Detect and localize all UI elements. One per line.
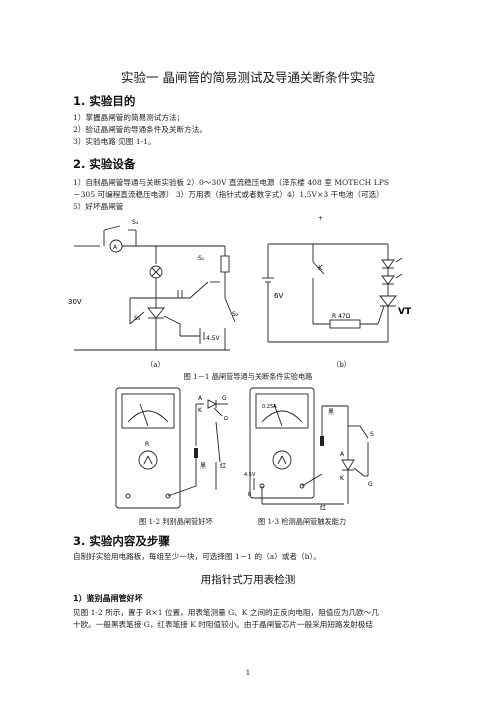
figure2-caption-right: 图 1-3 检测晶闸管触发能力 <box>258 517 347 526</box>
left-label-omega: Ω <box>224 416 228 422</box>
right-label-a: A <box>340 451 345 458</box>
label-s4: S₄ <box>132 219 139 226</box>
label-r: R 47Ω <box>332 313 351 320</box>
section1-item-1: 1）掌握晶闸管的简易测试方法； <box>73 113 185 122</box>
section1-item-2: 2）验证晶闸管的导通条件及关断方法。 <box>73 125 207 134</box>
section3-heading: 3. 实验内容及步骤 <box>73 534 170 548</box>
left-label-k: K <box>198 407 203 414</box>
section2-line-3: 5）好坏晶闸管 <box>73 202 124 211</box>
section2-line-1: 1）自制晶闸管导通与关断实验板 2）0～30V 直流稳压电源（泽东楼 408 室… <box>73 178 390 187</box>
circuit-diagram-a: S₄ A S₁ S₂ S₃ 30V 4.5V <box>68 219 239 351</box>
right-label-k: K <box>340 475 345 482</box>
circuit-diagram-b: + K 6V R 47Ω VT <box>262 215 412 343</box>
doc-title: 实验一 晶闸管的简易测试及导通关断条件实验 <box>121 70 375 85</box>
section2-heading: 2. 实验设备 <box>73 157 136 171</box>
left-label-a: A <box>198 395 203 402</box>
label-k: K <box>318 264 323 272</box>
section1-item-3: 3）实验电路 见图 1-1。 <box>73 137 156 146</box>
section3-paragraph: 自制好实验用电路板，每组至少一块，可选择图 1－1 的（a）或者（b）。 <box>73 552 321 561</box>
right-label-g: G <box>368 481 373 488</box>
right-label-r: R <box>248 492 252 498</box>
label-30v: 30V <box>68 298 82 306</box>
label-vt: VT <box>398 307 412 317</box>
subtitle: 用指针式万用表检测 <box>200 574 296 586</box>
left-label-g: G <box>222 395 227 402</box>
right-label-4-5v: 4.5V <box>244 472 256 478</box>
right-label-black: 黑 <box>328 409 334 416</box>
label-4-5v: 4.5V <box>206 335 221 342</box>
figure-label-a: （a） <box>146 360 165 369</box>
right-label-s: S <box>370 431 374 438</box>
multimeter-figure-right: 0.25A 黑 A K G S 4.5V R 红 <box>244 387 374 512</box>
multimeter-figure-left: R A K G Ω 黑 红 <box>115 387 228 509</box>
label-s2: S₂ <box>232 311 239 318</box>
right-label-red: 红 <box>320 504 326 512</box>
figure-label-b: （b） <box>332 360 351 369</box>
sub1-line-2: 十欧。一般黑表笔接 G，红表笔接 K 时阻值较小。由于晶闸管芯片一般采用短路发射… <box>73 620 373 629</box>
label-6v: 6V <box>274 292 283 300</box>
figure1-caption: 图 1－1 晶闸管导通与关断条件实验电路 <box>183 372 313 381</box>
left-label-black: 黑 <box>200 463 206 470</box>
section1-heading: 1. 实验目的 <box>73 94 136 108</box>
sub1-heading: 1）鉴别晶闸管好坏 <box>73 594 143 603</box>
figure2-caption-left: 图 1-2 判别晶闸管好坏 <box>139 517 213 526</box>
sub1-line-1: 见图 1-2 所示，置于 R×1 位置，用表笔测量 G、K 之间的正反向电阻，阻… <box>73 608 379 617</box>
section2-line-2: －305 可编程直流稳压电源） 3）万用表（指针式或者数字式）4）1.5V×3 … <box>73 190 384 199</box>
label-s1: S₁ <box>198 255 205 262</box>
left-label-r: R <box>145 441 149 448</box>
page-number: 1 <box>245 669 251 677</box>
right-label-range: 0.25A <box>262 404 277 410</box>
label-plus: + <box>318 215 323 222</box>
ammeter-label: A <box>113 244 118 251</box>
label-s3: S₃ <box>134 315 141 322</box>
left-label-red: 红 <box>220 462 226 470</box>
